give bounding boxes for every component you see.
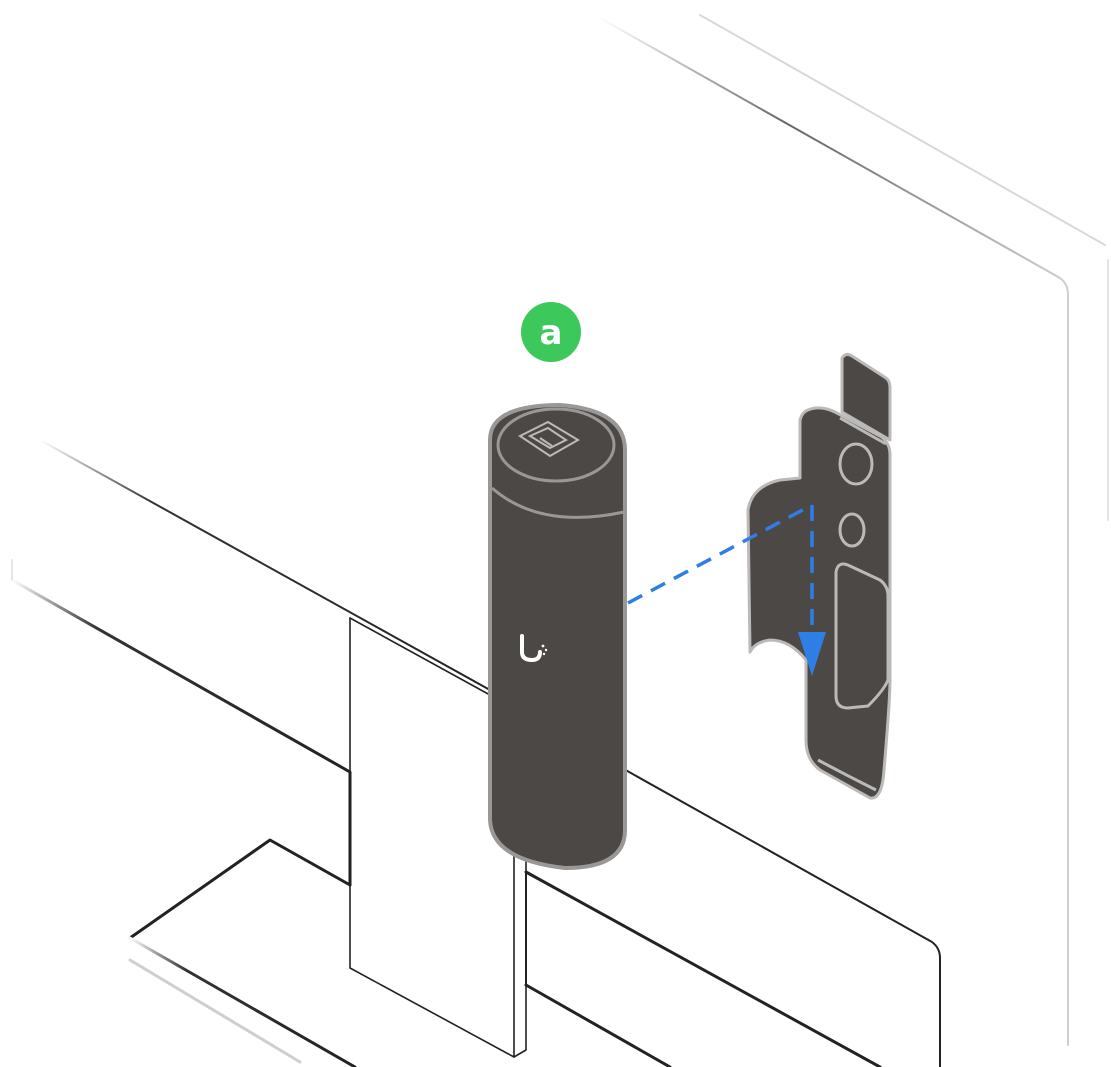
device: [490, 405, 625, 868]
step-marker: a: [521, 302, 581, 362]
bracket-side-panel: [836, 564, 888, 708]
divider-top-line: [350, 618, 490, 695]
shelf-lower-left: [130, 840, 350, 938]
shelf-upper-line: [40, 440, 490, 690]
shelf-lower-front-2: [130, 960, 300, 1062]
mounting-bracket: [748, 354, 890, 798]
shelf-lower-front: [130, 938, 355, 1067]
divider-panel-edge: [514, 850, 526, 1057]
bracket-screw-hole-top: [840, 444, 872, 484]
shelf-lower-right-2: [526, 985, 670, 1067]
shelf-upper-line-right: [622, 768, 940, 1067]
step-marker-label: a: [540, 313, 563, 353]
shelf-lower-right: [526, 872, 880, 1067]
bracket-screw-hole-bottom: [840, 514, 864, 546]
shelf-left-front: [12, 580, 350, 885]
cabinet-top-edge-outer: [700, 15, 1105, 245]
